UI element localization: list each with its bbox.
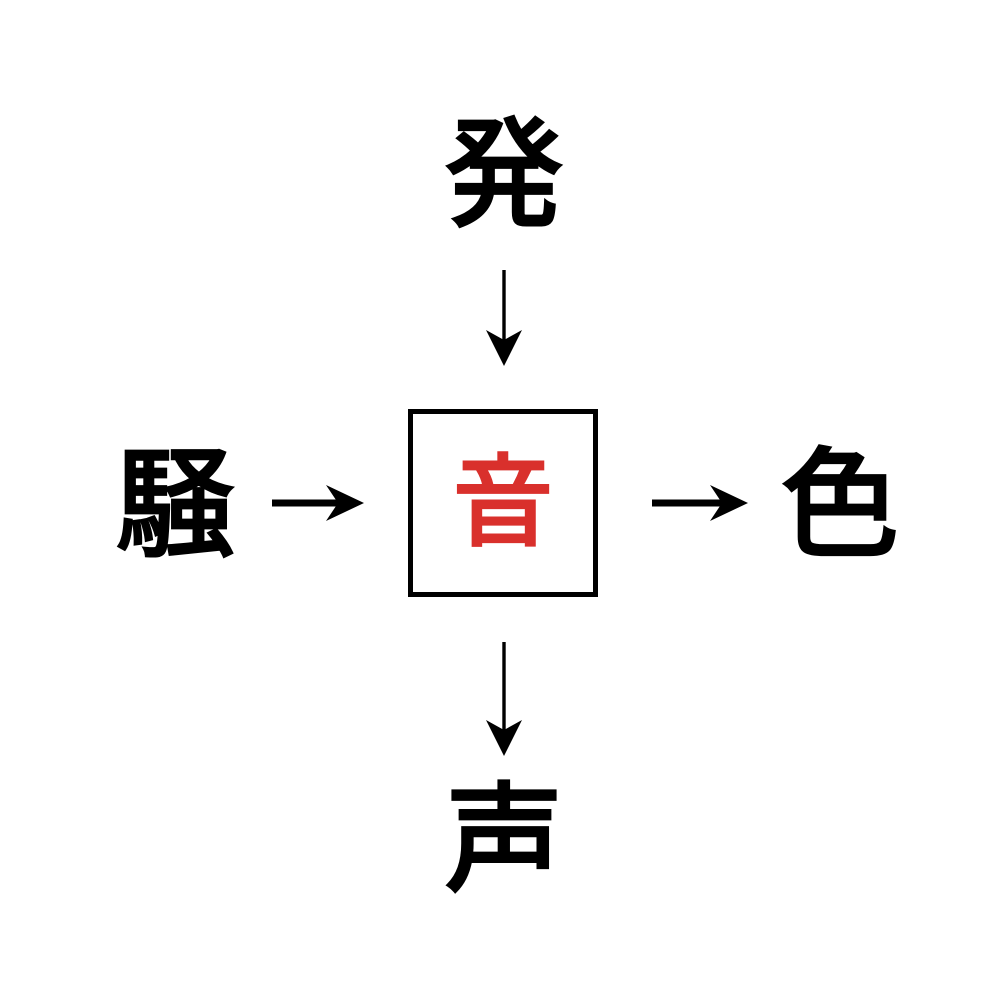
kanji-node-left: 騒 xyxy=(115,436,234,574)
kanji-node-center-box: 音 xyxy=(408,409,598,597)
arrow-down-bottom-icon xyxy=(486,642,522,756)
kanji-node-bottom: 声 xyxy=(444,771,563,909)
kanji-node-right: 色 xyxy=(780,436,899,574)
kanji-node-center-label: 音 xyxy=(453,444,553,561)
arrow-down-top-icon xyxy=(486,270,522,366)
arrow-right-right-icon xyxy=(652,485,748,521)
arrow-right-left-icon xyxy=(272,485,364,521)
kanji-node-top: 発 xyxy=(444,106,563,244)
